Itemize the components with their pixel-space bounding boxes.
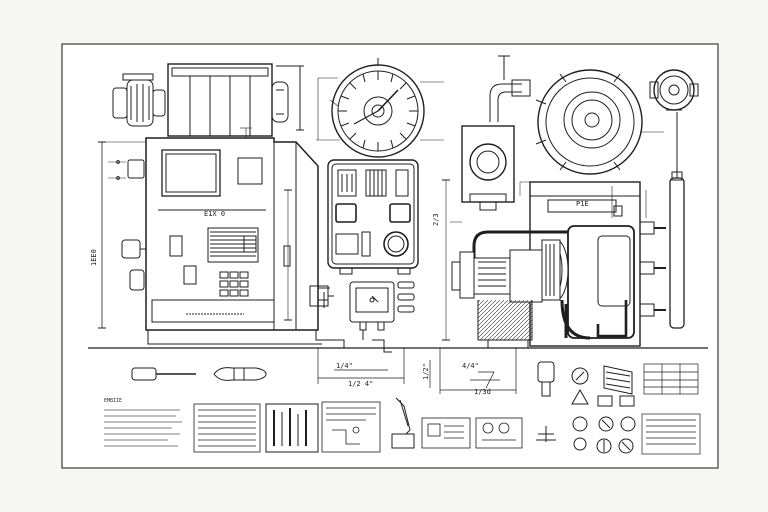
top-dimension-label: P1E [576,200,589,208]
radiator-block [167,63,304,137]
left-motor-icon [112,73,166,127]
control-panel [327,159,419,353]
symbol-icons [536,395,636,454]
dim-side-label: 1/2" [422,363,430,380]
legend-heading: EMBIIE [104,398,122,404]
spec-table [641,363,701,455]
height-dimension-label: 1EE0 [90,249,98,266]
dim-a-label: 1/4" [336,362,353,370]
keypad [219,271,249,297]
legend-text-block [104,409,182,447]
detail-panel-card [421,417,523,449]
bottom-dimensions [317,348,517,394]
base-pipes [147,285,345,348]
main-cabinet [98,127,319,331]
bracket-label: 1/3d [474,388,491,396]
large-dial-gauge [316,58,444,158]
detail-panel-lever [391,397,415,449]
detail-panel-schematic [321,401,381,453]
dim-c-label: 4/4" [462,362,479,370]
tool-icons [131,361,633,405]
pump-machine [442,55,699,349]
panel-code-label: E1X 0 [204,210,225,218]
detail-panel-chart [193,403,261,453]
side-dimension-label: 2/3 [432,213,440,226]
detail-panel-bars [265,403,319,453]
dim-b-label: 1/2 4" [348,380,373,388]
